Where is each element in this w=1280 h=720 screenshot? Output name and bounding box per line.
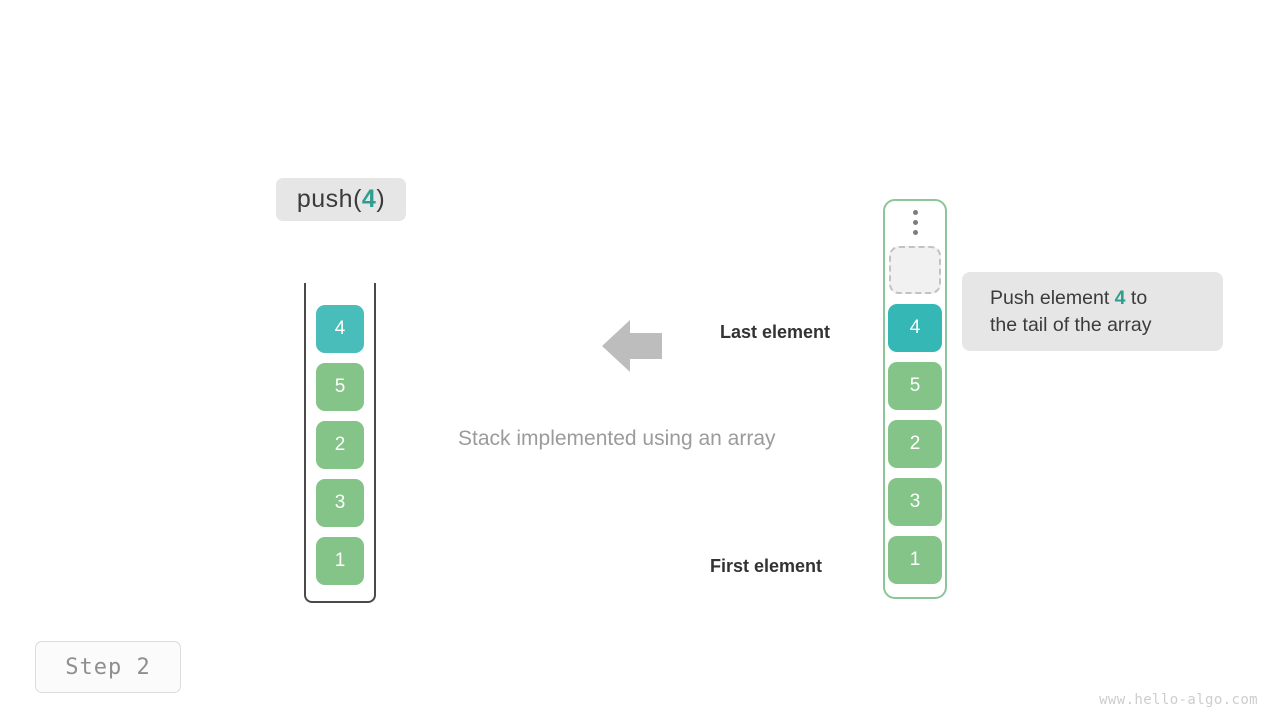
operation-badge: push(4) xyxy=(276,178,406,221)
array-cell: 3 xyxy=(888,478,942,526)
array-empty-slot xyxy=(889,246,941,294)
ellipsis-dot xyxy=(912,210,918,215)
callout-text: Push element 4 to the tail of the array xyxy=(990,285,1152,339)
ellipsis-dot xyxy=(912,220,918,225)
stack-cell: 5 xyxy=(316,363,364,411)
stack-cell: 4 xyxy=(316,305,364,353)
callout-line1-accent: 4 xyxy=(1114,286,1126,309)
array-cell-value: 2 xyxy=(909,433,921,454)
diagram-caption: Stack implemented using an array xyxy=(458,427,776,450)
label-last-element: Last element xyxy=(720,322,831,342)
array-cell-list: 4 5 2 3 1 xyxy=(883,199,947,599)
stack-cell-value: 3 xyxy=(334,492,346,513)
operation-value: 4 xyxy=(361,185,377,213)
array-cell-value: 3 xyxy=(909,491,921,512)
stack-cell-value: 5 xyxy=(334,376,346,397)
stack-cell-value: 2 xyxy=(334,434,346,455)
callout-line1-after: to xyxy=(1125,286,1148,309)
stack-cell: 1 xyxy=(316,537,364,585)
label-first-element: First element xyxy=(710,556,823,576)
stack-cell-list: 4 5 2 3 1 xyxy=(304,283,376,603)
array-cell: 2 xyxy=(888,420,942,468)
ellipsis-dot xyxy=(912,230,918,235)
array-cell-value: 1 xyxy=(909,549,921,570)
step-badge: Step 2 xyxy=(35,641,181,693)
array-diagram: 4 5 2 3 1 xyxy=(883,199,947,599)
operation-prefix: push( xyxy=(296,185,362,213)
vertical-ellipsis-icon xyxy=(912,199,918,246)
callout-line2: the tail of the array xyxy=(990,313,1152,336)
footer-watermark: www.hello-algo.com xyxy=(1099,692,1258,708)
array-cell: 5 xyxy=(888,362,942,410)
callout-bubble: Push element 4 to the tail of the array xyxy=(962,272,1223,351)
left-arrow-icon xyxy=(602,318,662,374)
stack-cell: 2 xyxy=(316,421,364,469)
stack-cell-value: 1 xyxy=(334,550,346,571)
array-cell-value: 4 xyxy=(909,317,921,338)
operation-suffix: ) xyxy=(376,185,386,213)
array-cell: 4 xyxy=(888,304,942,352)
callout-line1-before: Push element xyxy=(990,286,1115,309)
stack-diagram: 4 5 2 3 1 xyxy=(304,283,376,603)
stack-cell-value: 4 xyxy=(334,318,346,339)
array-cell: 1 xyxy=(888,536,942,584)
array-cell-value: 5 xyxy=(909,375,921,396)
stack-cell: 3 xyxy=(316,479,364,527)
